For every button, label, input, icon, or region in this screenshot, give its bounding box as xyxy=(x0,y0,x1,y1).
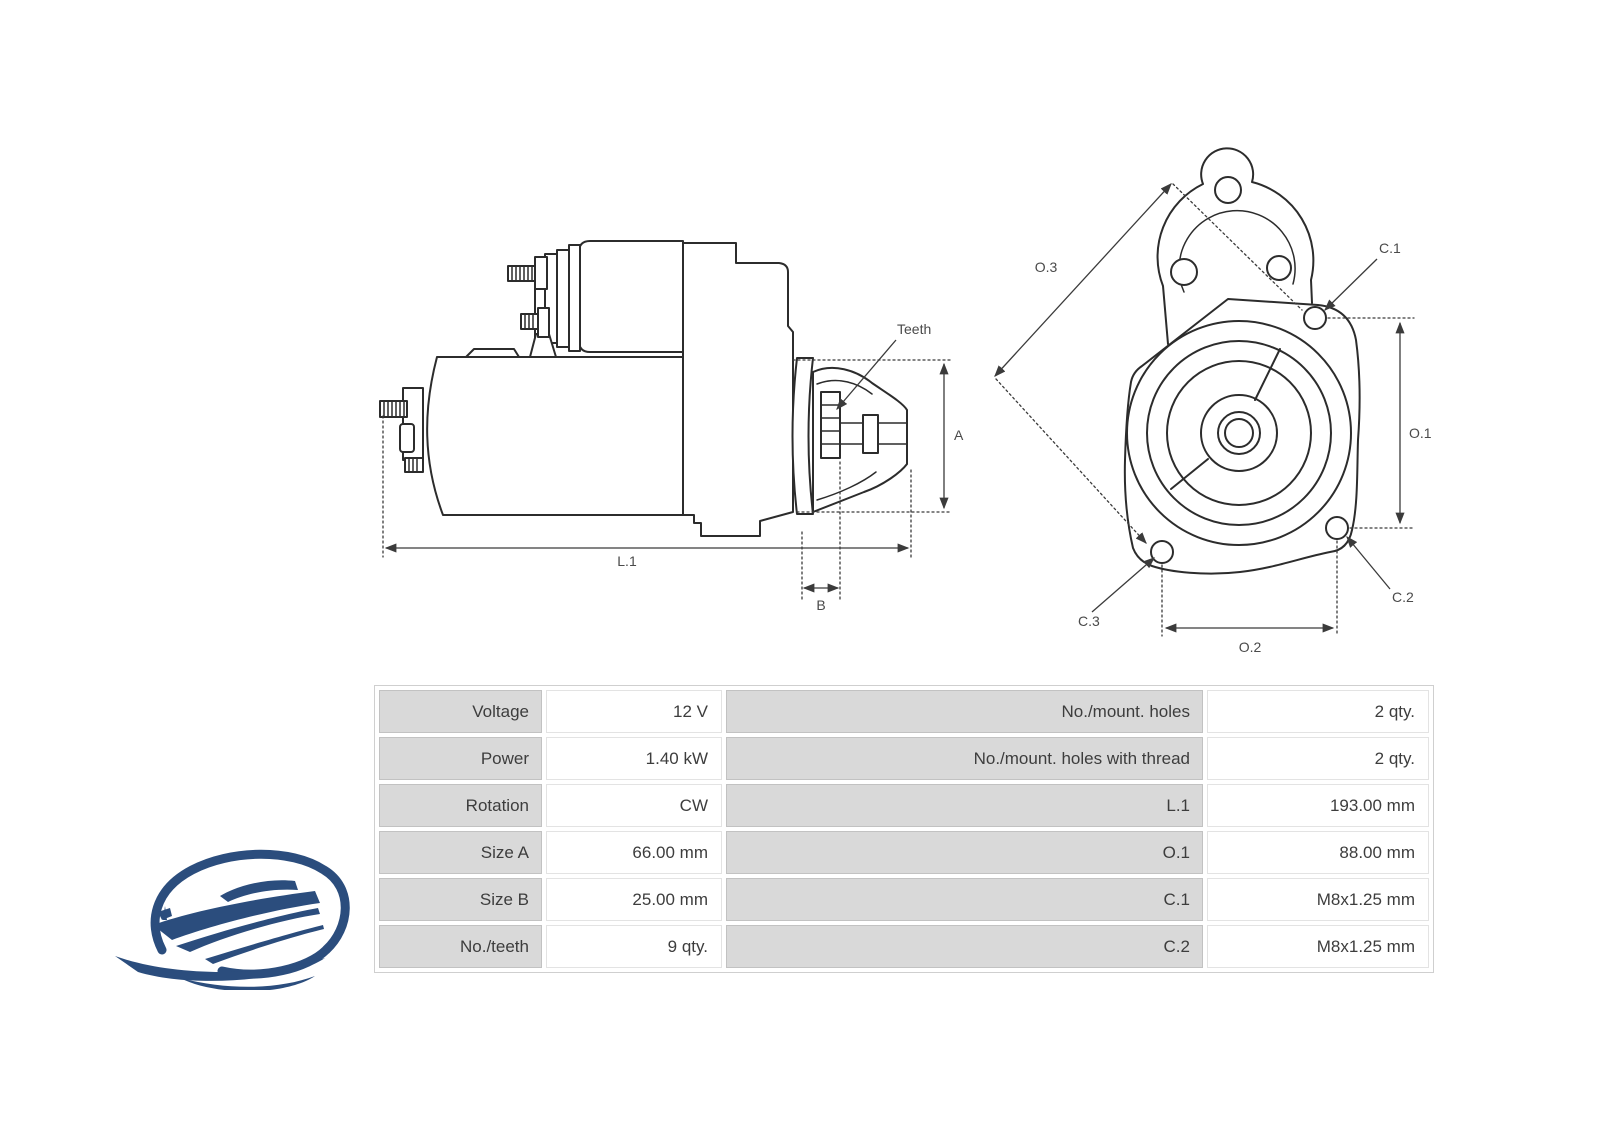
callout-c3: C.3 xyxy=(1078,557,1155,629)
spec-value: M8x1.25 mm xyxy=(1207,878,1429,921)
spec-table: Voltage 12 V No./mount. holes 2 qty. Pow… xyxy=(374,685,1434,973)
dimension-o1-label: O.1 xyxy=(1409,425,1432,441)
callout-c1-label: C.1 xyxy=(1379,240,1401,256)
solenoid-top-hole xyxy=(1214,176,1242,204)
flange-bore-inner xyxy=(1166,360,1312,506)
dimension-o3-label: O.3 xyxy=(1035,259,1058,275)
table-row: Power 1.40 kW No./mount. holes with thre… xyxy=(379,737,1429,780)
terminal-stud-bottom xyxy=(520,307,550,338)
spec-label: Size B xyxy=(379,878,542,921)
solenoid-side-hole xyxy=(1266,255,1292,281)
solenoid-foot xyxy=(465,348,520,358)
mount-hole-c1 xyxy=(1303,306,1327,330)
mount-hole-c2 xyxy=(1325,516,1349,540)
spec-label: O.1 xyxy=(726,831,1203,874)
side-view-drawing: L.1 B A Teeth xyxy=(379,240,964,613)
table-row: No./teeth 9 qty. C.2 M8x1.25 mm xyxy=(379,925,1429,968)
spec-value: 2 qty. xyxy=(1207,737,1429,780)
spec-value: 66.00 mm xyxy=(546,831,722,874)
sector-line xyxy=(1170,458,1209,490)
dimension-a: A xyxy=(792,359,964,513)
spec-label: Voltage xyxy=(379,690,542,733)
teeth-label: Teeth xyxy=(897,321,931,337)
boat-logo-icon xyxy=(115,849,350,992)
hub-ring xyxy=(1217,411,1261,455)
sector-line xyxy=(1254,348,1281,401)
drive-flange xyxy=(791,357,814,515)
spec-label: L.1 xyxy=(726,784,1203,827)
callout-c2-label: C.2 xyxy=(1392,589,1414,605)
dimension-b: B xyxy=(801,461,841,613)
technical-drawings: L.1 B A Teeth xyxy=(379,147,1432,655)
flange-bore-mid xyxy=(1146,340,1332,526)
dimension-o1: O.1 xyxy=(1327,317,1432,529)
spec-label: No./mount. holes with thread xyxy=(726,737,1203,780)
logo-hull-stripe xyxy=(176,908,320,952)
spec-label: Rotation xyxy=(379,784,542,827)
spec-label: C.1 xyxy=(726,878,1203,921)
spec-value: 1.40 kW xyxy=(546,737,722,780)
dimension-b-label: B xyxy=(816,597,825,613)
hub xyxy=(1200,394,1278,472)
mount-hole-c3 xyxy=(1150,540,1174,564)
solenoid-side-hole xyxy=(1170,258,1198,286)
solenoid-cap-ring xyxy=(556,249,570,348)
logo-wave xyxy=(180,976,315,992)
rear-stud-bottom xyxy=(404,457,424,473)
spec-value: 193.00 mm xyxy=(1207,784,1429,827)
spec-label: Size A xyxy=(379,831,542,874)
dimension-l1: L.1 xyxy=(382,415,912,569)
table-row: Size A 66.00 mm O.1 88.00 mm xyxy=(379,831,1429,874)
drive-end-housing xyxy=(682,242,794,537)
logo-bow-mast xyxy=(163,906,167,920)
callout-c2: C.2 xyxy=(1346,535,1414,605)
dimension-a-label: A xyxy=(954,427,964,443)
shaft-collar xyxy=(862,414,879,454)
dimension-o2: O.2 xyxy=(1161,540,1338,655)
table-row: Size B 25.00 mm C.1 M8x1.25 mm xyxy=(379,878,1429,921)
spec-value: 25.00 mm xyxy=(546,878,722,921)
table-row: Rotation CW L.1 193.00 mm xyxy=(379,784,1429,827)
brand-logo xyxy=(110,828,360,992)
spec-value: 12 V xyxy=(546,690,722,733)
spec-value: 88.00 mm xyxy=(1207,831,1429,874)
dimension-l1-label: L.1 xyxy=(617,553,637,569)
spec-value: M8x1.25 mm xyxy=(1207,925,1429,968)
dimension-o3: O.3 xyxy=(994,183,1303,544)
rear-stud-top xyxy=(379,400,408,418)
spec-label: No./teeth xyxy=(379,925,542,968)
spec-label: C.2 xyxy=(726,925,1203,968)
table-row: Voltage 12 V No./mount. holes 2 qty. xyxy=(379,690,1429,733)
solenoid-cap-ring xyxy=(568,244,581,352)
spec-label: Power xyxy=(379,737,542,780)
front-view-drawing: O.3 O.1 O.2 C.1 xyxy=(994,147,1432,655)
callout-c3-label: C.3 xyxy=(1078,613,1100,629)
callout-c1: C.1 xyxy=(1324,240,1401,311)
logo-wave xyxy=(115,956,325,981)
logo-boat-hull xyxy=(153,891,320,940)
flange-bore-outer xyxy=(1126,320,1352,546)
spec-value: 9 qty. xyxy=(546,925,722,968)
rear-bracket-boss xyxy=(399,423,415,453)
teeth-callout: Teeth xyxy=(836,321,931,410)
pinion-gear xyxy=(820,391,841,459)
spec-label: No./mount. holes xyxy=(726,690,1203,733)
logo-hull-stripe xyxy=(205,925,324,964)
logo-boat-cabin xyxy=(220,880,298,902)
solenoid xyxy=(578,240,684,353)
spec-value: CW xyxy=(546,784,722,827)
terminal-stud-top xyxy=(507,256,548,290)
dimension-o2-label: O.2 xyxy=(1239,639,1262,655)
spec-value: 2 qty. xyxy=(1207,690,1429,733)
motor-body xyxy=(426,356,698,516)
shaft-bore xyxy=(1224,418,1254,448)
